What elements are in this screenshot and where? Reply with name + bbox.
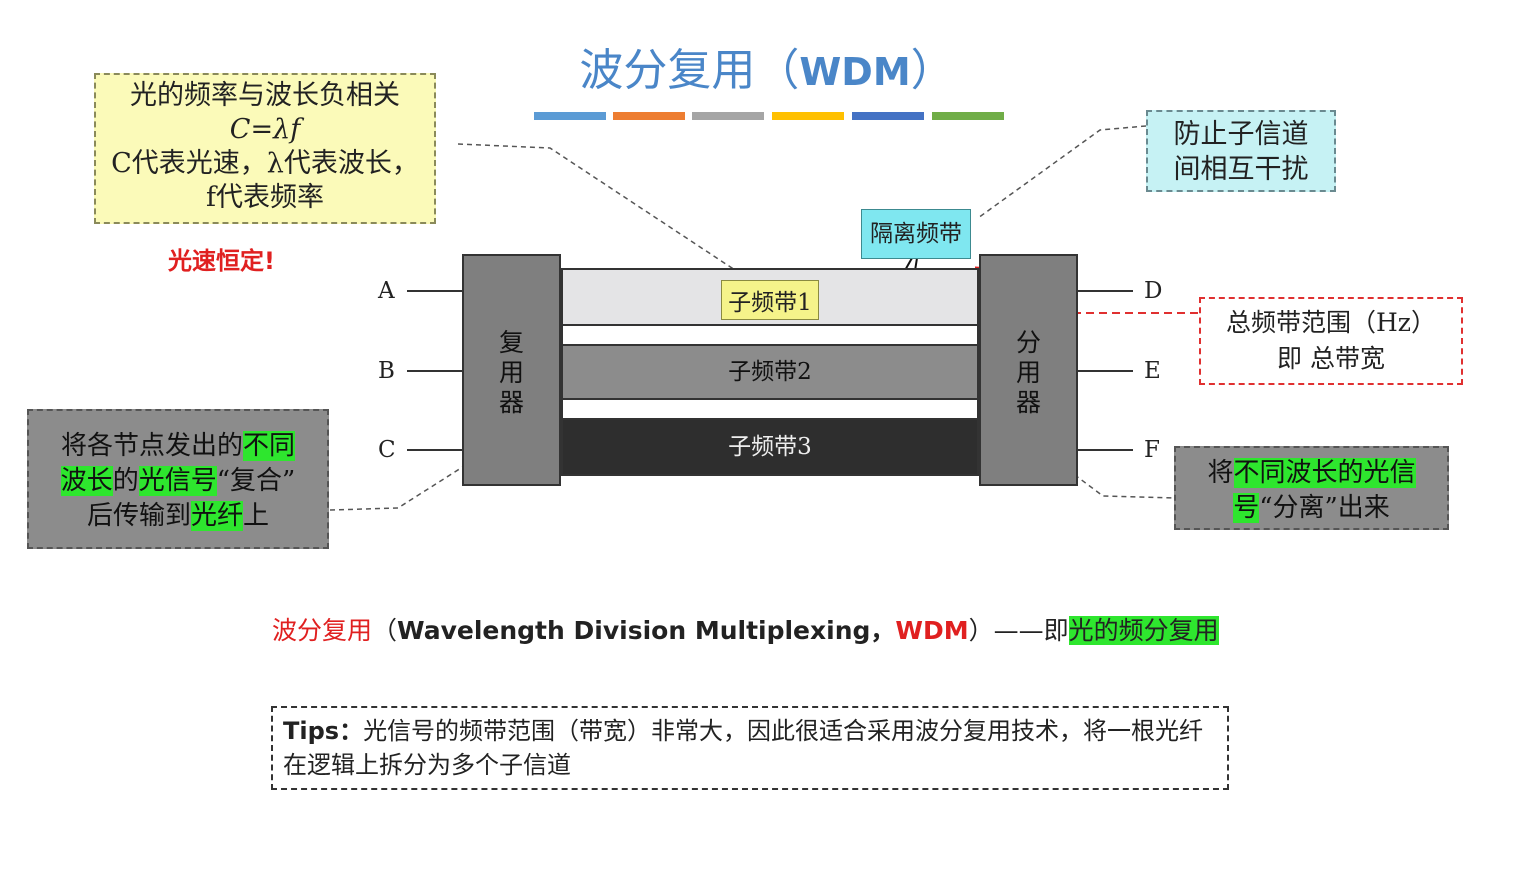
multiplexer-char-3: 器 bbox=[498, 388, 524, 417]
formula-note-line1: 光的频率与波长负相关 bbox=[130, 80, 400, 111]
sub-band-3-label: 子频带3 bbox=[728, 434, 812, 460]
color-bar-2 bbox=[613, 112, 685, 120]
multiplexer-char-2: 用 bbox=[498, 358, 524, 387]
tips-text: 光信号的频带范围（带宽）非常大，因此很适合采用波分复用技术，将一根光纤在逻辑上拆… bbox=[283, 717, 1204, 779]
formula-note-line2: C=λf bbox=[229, 114, 301, 145]
combine-note-highlight: 光信号 bbox=[138, 466, 217, 496]
combine-note-text: “复合” bbox=[216, 466, 296, 496]
separate-note-text: “分离”出来 bbox=[1259, 493, 1390, 523]
definition-acronym: WDM bbox=[895, 616, 969, 645]
color-bar-5 bbox=[852, 112, 924, 120]
combine-note-text: 后传输到 bbox=[86, 501, 191, 531]
separate-note-highlight: 不同波长的光信 bbox=[1233, 458, 1416, 488]
sub-band-1-label: 子频带1 bbox=[721, 280, 819, 320]
sub-band-2: 子频带2 bbox=[561, 344, 979, 400]
total-band-note-line1: 总频带范围（Hz） bbox=[1226, 308, 1436, 337]
combine-note-highlight: 光纤 bbox=[190, 501, 243, 531]
demultiplexer-char-3: 器 bbox=[1015, 388, 1041, 417]
tips-label: Tips： bbox=[283, 717, 364, 745]
definition-dash: ——即 bbox=[993, 616, 1069, 645]
multiplexer-char-1: 复 bbox=[498, 328, 524, 357]
page-title: 波分复用（WDM） bbox=[0, 34, 1534, 98]
port-e: E bbox=[1144, 358, 1161, 384]
callout-line-combine bbox=[329, 441, 503, 511]
port-c: C bbox=[378, 437, 396, 463]
formula-note: 光的频率与波长负相关 C=λf C代表光速，λ代表波长， f代表频率 bbox=[94, 73, 436, 224]
callout-line-interference bbox=[977, 125, 1147, 219]
separate-note-text: 将 bbox=[1207, 458, 1234, 488]
callout-line-separate bbox=[1023, 436, 1175, 499]
sub-band-2-label: 子频带2 bbox=[728, 359, 812, 385]
title-close: ） bbox=[910, 45, 955, 96]
color-bar-1 bbox=[534, 112, 606, 120]
demultiplexer-char-1: 分 bbox=[1015, 328, 1041, 357]
definition-open: （ bbox=[372, 616, 398, 645]
title-main: 波分复用（ bbox=[579, 45, 800, 96]
color-bar-4 bbox=[772, 112, 844, 120]
callout-line-formula bbox=[457, 143, 739, 273]
guard-band-label: 隔离频带 bbox=[861, 209, 971, 259]
sub-band-3: 子频带3 bbox=[561, 418, 979, 476]
guard-band-1 bbox=[561, 326, 979, 344]
combine-note-highlight: 不同 bbox=[243, 431, 296, 461]
title-acronym: WDM bbox=[799, 50, 911, 94]
port-b: B bbox=[378, 358, 395, 384]
formula-note-line3: C代表光速，λ代表波长， bbox=[111, 148, 419, 179]
tips-box: Tips：光信号的频带范围（带宽）非常大，因此很适合采用波分复用技术，将一根光纤… bbox=[271, 706, 1229, 790]
light-speed-note: 光速恒定! bbox=[168, 247, 275, 275]
interference-note-line2: 间相互干扰 bbox=[1173, 154, 1309, 185]
separate-note: 将不同波长的光信号“分离”出来 bbox=[1174, 446, 1449, 530]
guard-band-2 bbox=[561, 400, 979, 418]
definition-english: Wavelength Division Multiplexing， bbox=[397, 616, 896, 645]
interference-note-line1: 防止子信道 bbox=[1173, 119, 1309, 150]
definition-close: ） bbox=[968, 616, 994, 645]
formula-note-line4: f代表频率 bbox=[206, 182, 324, 213]
port-d: D bbox=[1144, 278, 1163, 304]
total-band-note-line2: 即 总带宽 bbox=[1277, 344, 1385, 373]
definition-line: 波分复用（Wavelength Division Multiplexing，WD… bbox=[272, 611, 1219, 647]
combine-note-text: 上 bbox=[243, 501, 270, 531]
combine-note-text: 的 bbox=[112, 466, 139, 496]
multiplexer-block: 复 用 器 bbox=[462, 254, 561, 486]
color-bar-6 bbox=[932, 112, 1004, 120]
combine-note-highlight: 波长 bbox=[60, 466, 113, 496]
definition-term: 波分复用 bbox=[272, 616, 373, 645]
combine-note-text: 将各节点发出的 bbox=[60, 431, 243, 461]
definition-meaning: 光的频分复用 bbox=[1068, 616, 1219, 645]
demultiplexer-char-2: 用 bbox=[1015, 358, 1041, 387]
sub-band-1: 子频带1 bbox=[561, 268, 979, 326]
demultiplexer-block: 分 用 器 bbox=[979, 254, 1078, 486]
total-band-note: 总频带范围（Hz） 即 总带宽 bbox=[1199, 297, 1463, 385]
port-a: A bbox=[378, 278, 395, 304]
port-f: F bbox=[1144, 437, 1160, 463]
combine-note: 将各节点发出的不同波长的光信号“复合” 后传输到光纤上 bbox=[27, 409, 329, 549]
interference-note: 防止子信道 间相互干扰 bbox=[1146, 110, 1336, 192]
color-bar-3 bbox=[692, 112, 764, 120]
separate-note-highlight: 号 bbox=[1233, 493, 1260, 523]
